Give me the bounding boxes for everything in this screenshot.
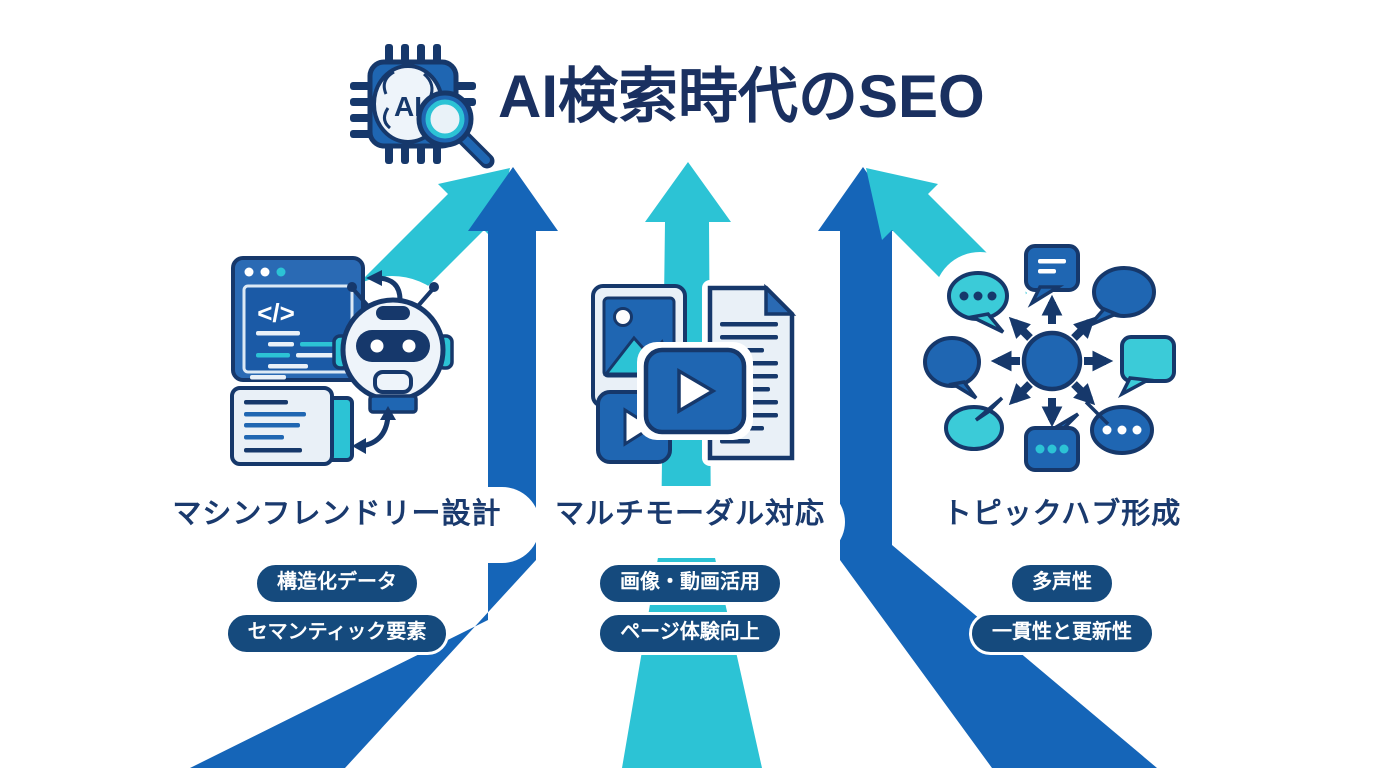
left-main-arrow (190, 167, 558, 768)
topic-hub-illustration (923, 244, 1176, 472)
column-heading: マルチモーダル対応 (554, 498, 825, 530)
machine-friendly-illustration: </> (230, 256, 454, 466)
speech-bubble-bottom-right (1084, 400, 1154, 455)
badge: 構造化データ (254, 561, 420, 605)
speech-bubble-top-right (1088, 266, 1156, 327)
code-lines (250, 331, 342, 380)
badge: 多声性 (1009, 561, 1115, 605)
hub-center (1021, 330, 1083, 392)
column-multimodal: マルチモーダル対応 画像・動画活用 ページ体験向上 (490, 497, 890, 655)
speech-bubble-bottom (1024, 412, 1080, 472)
browser-window-icon: </> (231, 256, 365, 382)
badge-list: 画像・動画活用 ページ体験向上 (597, 561, 783, 655)
right-main-arrow (818, 167, 1157, 768)
badge-list: 多声性 一貫性と更新性 (969, 561, 1155, 655)
code-glyph: </> (257, 298, 295, 328)
badge: セマンティック要素 (224, 611, 450, 655)
video-player-icon (637, 342, 753, 440)
badge: ページ体験向上 (597, 611, 783, 655)
page-title: AI検索時代のSEO (498, 63, 985, 130)
column-heading: トピックハブ形成 (942, 498, 1182, 530)
multimodal-illustration (591, 280, 800, 466)
speech-bubble-right (1117, 335, 1176, 399)
magnifier-icon (416, 90, 495, 169)
column-machine-friendly: マシンフレンドリー設計 構造化データ セマンティック要素 (137, 497, 537, 655)
column-topic-hub: トピックハブ形成 多声性 一貫性と更新性 (862, 497, 1262, 655)
badge: 画像・動画活用 (597, 561, 783, 605)
snippet-card-icon (230, 386, 354, 466)
snippet-lines (244, 400, 306, 453)
hub-arrows (990, 294, 1114, 428)
speech-bubble-left (923, 336, 981, 400)
speech-bubble-bottom-left (944, 396, 1004, 451)
badge-list: 構造化データ セマンティック要素 (224, 561, 450, 655)
robot-icon (332, 282, 454, 414)
sync-arrows-icon (352, 270, 403, 454)
speech-bubble-top-left (947, 271, 1009, 334)
speech-bubble-top (1024, 244, 1080, 308)
badge: 一貫性と更新性 (969, 611, 1155, 655)
column-heading: マシンフレンドリー設計 (172, 498, 502, 530)
ai-chip-icon: AI (350, 44, 495, 169)
